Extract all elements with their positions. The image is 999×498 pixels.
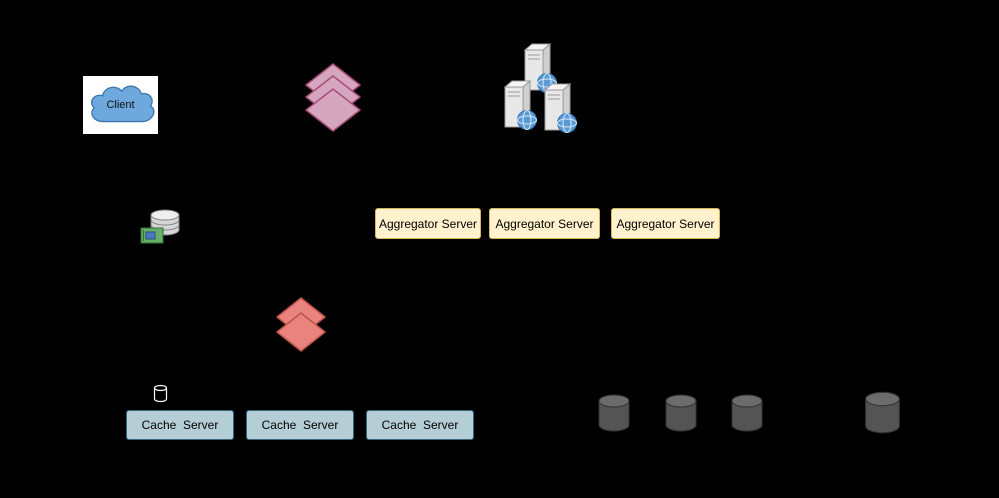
aggregator-server-label: Aggregator Server: [495, 216, 594, 231]
database-cylinder-icon: [598, 394, 630, 432]
aggregator-server-node: Aggregator Server: [489, 208, 600, 239]
database-cylinder-icon: [865, 391, 900, 434]
disk-array-icon: [140, 209, 180, 244]
client-label: Client: [106, 99, 135, 111]
cache-server-label: Cache Server: [261, 418, 339, 432]
cache-load-balancer-icon: [276, 297, 326, 352]
diamond-shape: [305, 88, 361, 132]
server-globe-icon: [503, 43, 577, 133]
aggregator-server-label: Aggregator Server: [378, 216, 478, 231]
database-cylinder-icon: [731, 394, 763, 432]
load-balancer-icon: [305, 63, 361, 132]
client-node: Client: [83, 76, 158, 134]
web-servers-icon: [503, 43, 577, 133]
aggregator-server-node: Aggregator Server: [611, 208, 720, 239]
aggregator-server-node: Aggregator Server: [375, 208, 481, 239]
cloud-icon: [90, 85, 154, 123]
cache-server-node: Cache Server: [366, 410, 474, 440]
database-cylinder-icon: [665, 394, 697, 432]
cache-server-node: Cache Server: [246, 410, 354, 440]
cache-server-node: Cache Server: [126, 410, 234, 440]
diamond-shape: [276, 312, 326, 352]
mini-database-icon: [153, 384, 168, 403]
cache-server-label: Cache Server: [141, 418, 219, 432]
cache-server-label: Cache Server: [381, 418, 459, 432]
aggregator-server-label: Aggregator Server: [616, 216, 715, 231]
